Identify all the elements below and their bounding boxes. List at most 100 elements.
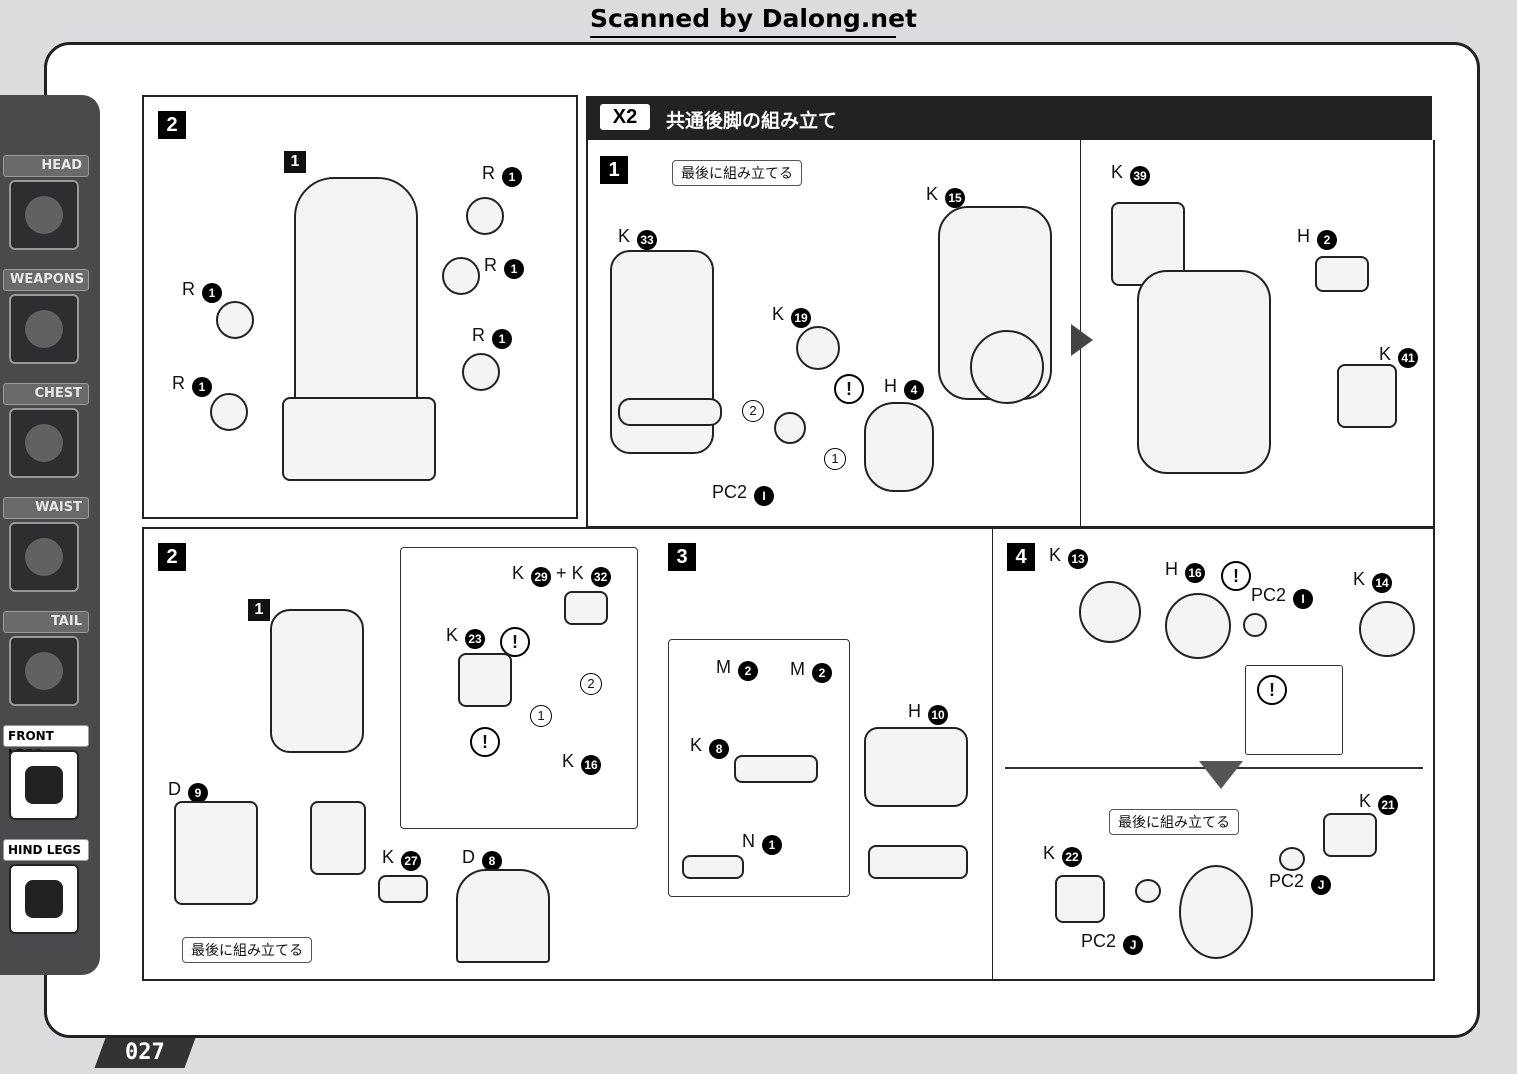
part-k21-illustration bbox=[1323, 813, 1377, 857]
roller-part-illustration bbox=[466, 197, 504, 235]
part-label-k15: K 15 bbox=[926, 184, 966, 208]
step-number: 1 bbox=[600, 156, 628, 184]
assembled-base-illustration bbox=[868, 845, 968, 879]
part-k23-illustration bbox=[458, 653, 512, 707]
sidebar-item-label: TAIL bbox=[3, 611, 89, 633]
weapons-thumbnail-icon bbox=[9, 294, 79, 364]
step-number: 3 bbox=[668, 543, 696, 571]
detail-inset-box bbox=[400, 547, 638, 829]
category-sidebar: HEAD WEAPONS CHEST WAIST TAIL FRONT LEGS… bbox=[0, 95, 100, 975]
order-step-2: 2 bbox=[742, 400, 764, 422]
part-n1-illustration bbox=[682, 855, 744, 879]
roller-part-illustration bbox=[210, 393, 248, 431]
assemble-last-callout: 最後に組み立てる bbox=[672, 160, 802, 186]
part-k14-illustration bbox=[1359, 601, 1415, 657]
sidebar-item-head[interactable]: HEAD bbox=[3, 155, 89, 250]
part-label-d8: D 8 bbox=[462, 847, 503, 871]
part-label-k39: K 39 bbox=[1111, 162, 1151, 186]
polycap-illustration bbox=[774, 412, 806, 444]
part-label-m2: M 2 bbox=[790, 659, 833, 683]
sidebar-item-waist[interactable]: WAIST bbox=[3, 497, 89, 592]
part-label-k21: K 21 bbox=[1359, 791, 1399, 815]
detail-inset-box bbox=[1245, 665, 1343, 755]
step-panel-c: K 39 H 2 K 41 bbox=[1071, 140, 1435, 528]
part-k29-illustration bbox=[564, 591, 608, 625]
sidebar-item-weapons[interactable]: WEAPONS bbox=[3, 269, 89, 364]
detail-inset-box bbox=[668, 639, 850, 897]
part-label-k41: K 41 bbox=[1379, 344, 1419, 368]
part-h16-illustration bbox=[1165, 593, 1231, 659]
assemble-last-callout: 最後に組み立てる bbox=[182, 937, 312, 963]
caution-icon: ! bbox=[500, 627, 530, 657]
part-h2-illustration bbox=[1315, 256, 1369, 292]
part-label-k23: K 23 bbox=[446, 625, 486, 649]
ring-k19-illustration bbox=[796, 326, 840, 370]
part-label-r1: R 1 bbox=[484, 255, 525, 279]
part-label-k14: K 14 bbox=[1353, 569, 1393, 593]
part-label-r1: R 1 bbox=[482, 163, 523, 187]
gear-wheel-illustration bbox=[970, 330, 1044, 404]
part-label-r1: R 1 bbox=[472, 325, 513, 349]
part-label-pc2-j: PC2 J bbox=[1269, 871, 1332, 895]
part-label-k22: K 22 bbox=[1043, 843, 1083, 867]
joint-illustration bbox=[310, 801, 366, 875]
foot-illustration bbox=[282, 397, 436, 481]
part-label-k33: K 33 bbox=[618, 226, 658, 250]
assemble-last-callout: 最後に組み立てる bbox=[1109, 809, 1239, 835]
sidebar-item-hind-legs[interactable]: HIND LEGS bbox=[3, 839, 89, 934]
step-panel-b: 1 最後に組み立てる K 15 K 33 K 19 H 4 PC2 I ! 2 … bbox=[586, 140, 1082, 528]
sidebar-item-tail[interactable]: TAIL bbox=[3, 611, 89, 706]
part-k41-illustration bbox=[1337, 364, 1397, 428]
part-k22-illustration bbox=[1055, 875, 1105, 923]
sidebar-item-label: WEAPONS bbox=[3, 269, 89, 291]
polycap-illustration bbox=[1135, 879, 1161, 903]
order-step-2: 2 bbox=[580, 673, 602, 695]
multiplier-badge: X2 bbox=[600, 104, 650, 130]
step-panel-d: 2 1 K 29 + K 32 K 23 K 16 D 9 K 27 D 8 最… bbox=[142, 527, 658, 981]
part-label-k29-k32: K 29 + K 32 bbox=[512, 563, 611, 587]
polycap-illustration bbox=[1243, 613, 1267, 637]
part-label-k27: K 27 bbox=[382, 847, 422, 871]
step-panel-f: 4 K 13 H 16 PC2 I K 14 ! ! 最後に組み立てる K 21… bbox=[992, 527, 1435, 981]
leg-frame-illustration bbox=[270, 609, 364, 753]
part-label-r1: R 1 bbox=[172, 373, 213, 397]
tail-thumbnail-icon bbox=[9, 636, 79, 706]
page-number: 027 bbox=[94, 1038, 196, 1068]
sub-step-number: 1 bbox=[284, 151, 306, 173]
sidebar-item-chest[interactable]: CHEST bbox=[3, 383, 89, 478]
polycap-illustration bbox=[1279, 847, 1305, 871]
watermark: Scanned by Dalong.net bbox=[590, 4, 918, 33]
roller-part-illustration bbox=[462, 353, 500, 391]
front-legs-thumbnail-icon bbox=[9, 750, 79, 820]
hind-leg-assembly-illustration bbox=[1137, 270, 1271, 474]
part-label-r1: R 1 bbox=[182, 279, 223, 303]
sidebar-item-label: WAIST bbox=[3, 497, 89, 519]
part-label-k8: K 8 bbox=[690, 735, 730, 759]
sidebar-item-label: FRONT LEGS bbox=[3, 725, 89, 761]
part-k8-illustration bbox=[734, 755, 818, 783]
sidebar-item-front-legs[interactable]: FRONT LEGS bbox=[3, 725, 89, 820]
part-label-h2: H 2 bbox=[1297, 226, 1338, 250]
part-label-pc2-i: PC2 I bbox=[712, 482, 775, 506]
order-step-1: 1 bbox=[530, 705, 552, 727]
wheel-assembly-illustration bbox=[1179, 865, 1253, 959]
part-d8-illustration bbox=[456, 869, 550, 963]
order-step-1: 1 bbox=[824, 448, 846, 470]
step-number: 4 bbox=[1007, 543, 1035, 571]
chest-thumbnail-icon bbox=[9, 408, 79, 478]
caution-icon: ! bbox=[834, 374, 864, 404]
head-thumbnail-icon bbox=[9, 180, 79, 250]
part-label-h4: H 4 bbox=[884, 376, 925, 400]
part-label-pc2-j: PC2 J bbox=[1081, 931, 1144, 955]
part-label-m2: M 2 bbox=[716, 657, 759, 681]
part-label-k19: K 19 bbox=[772, 304, 812, 328]
roller-part-illustration bbox=[442, 257, 480, 295]
part-label-h10: H 10 bbox=[908, 701, 949, 725]
part-label-d9: D 9 bbox=[168, 779, 209, 803]
waist-thumbnail-icon bbox=[9, 522, 79, 592]
part-k27-illustration bbox=[378, 875, 428, 903]
roller-part-illustration bbox=[216, 301, 254, 339]
step-number: 2 bbox=[158, 111, 186, 139]
hind-legs-thumbnail-icon bbox=[9, 864, 79, 934]
caution-icon: ! bbox=[1221, 561, 1251, 591]
